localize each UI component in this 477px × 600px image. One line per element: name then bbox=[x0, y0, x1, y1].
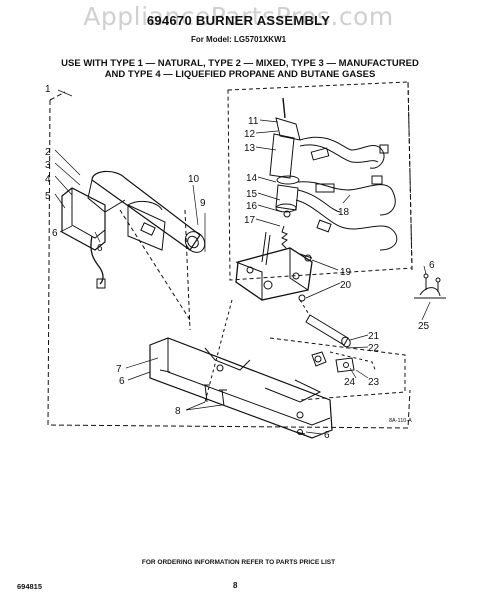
callout-17: 17 bbox=[244, 215, 256, 226]
callout-2: 2 bbox=[45, 147, 51, 158]
callout-19: 19 bbox=[340, 267, 352, 278]
callout-6-igniter: 6 bbox=[97, 243, 103, 254]
page-number: 8 bbox=[233, 581, 238, 590]
callout-20: 20 bbox=[340, 280, 352, 291]
callout-18: 18 bbox=[338, 207, 350, 218]
page-title: 694670 BURNER ASSEMBLY bbox=[146, 13, 331, 28]
diagram-code: 8A-110-A bbox=[389, 418, 412, 424]
callout-11: 11 bbox=[248, 116, 259, 127]
watermark: AppliancePartsPros.com bbox=[83, 2, 394, 31]
callout-21: 21 bbox=[368, 331, 380, 342]
ordering-note: FOR ORDERING INFORMATION REFER TO PARTS … bbox=[141, 559, 336, 566]
callout-14: 14 bbox=[246, 173, 258, 184]
callout-6-right: 6 bbox=[429, 260, 435, 271]
callout-25: 25 bbox=[418, 321, 430, 332]
callout-24: 24 bbox=[344, 377, 356, 388]
callout-12: 12 bbox=[244, 129, 256, 140]
callout-4: 4 bbox=[45, 174, 51, 185]
callout-9: 9 bbox=[200, 198, 206, 209]
callout-10: 10 bbox=[188, 174, 200, 185]
callout-6-bottom: 6 bbox=[324, 430, 330, 441]
callout-15: 15 bbox=[246, 189, 258, 200]
model-line: For Model: LG5701XKW1 bbox=[190, 35, 287, 44]
callout-1: 1 bbox=[45, 84, 51, 95]
use-with-line-2: AND TYPE 4 — LIQUEFIED PROPANE AND BUTAN… bbox=[104, 69, 376, 80]
use-with-line-1: USE WITH TYPE 1 — NATURAL, TYPE 2 — MIXE… bbox=[61, 58, 419, 69]
callout-8: 8 bbox=[175, 406, 181, 417]
callout-6-left: 6 bbox=[52, 228, 58, 239]
callout-13: 13 bbox=[244, 143, 256, 154]
callout-3: 3 bbox=[45, 160, 51, 171]
callout-5: 5 bbox=[45, 191, 51, 202]
document-number: 694815 bbox=[17, 582, 43, 591]
callout-22: 22 bbox=[368, 343, 380, 354]
use-with-text: USE WITH TYPE 1 — NATURAL, TYPE 2 — MIXE… bbox=[60, 58, 420, 80]
callout-16: 16 bbox=[246, 201, 258, 212]
callout-7: 7 bbox=[116, 364, 122, 375]
callout-6-bracket: 6 bbox=[119, 376, 125, 387]
callout-23: 23 bbox=[368, 377, 380, 388]
